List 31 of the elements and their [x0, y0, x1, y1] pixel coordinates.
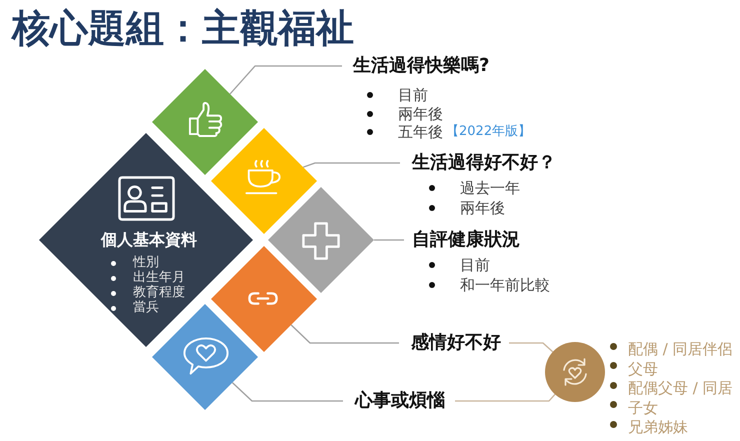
list-item: 父母 [628, 360, 658, 378]
heading: 心事或煩惱 [355, 389, 445, 413]
list-item: 五年後 [398, 123, 443, 141]
list-item: 當兵 [133, 300, 159, 316]
leader-line [232, 382, 343, 402]
list-item: 兩年後 [398, 104, 443, 122]
leader-line [455, 394, 556, 402]
list-item: 教育程度 [133, 285, 185, 300]
list-item: 目前 [398, 86, 428, 104]
list-item: 過去一年 [460, 179, 520, 197]
title: 核心題組：主觀福祉 [12, 5, 354, 51]
leader-line [290, 324, 399, 344]
list-item: 兩年後 [460, 199, 505, 217]
heading: 生活過得好不好？ [412, 151, 556, 175]
list-item: 目前 [460, 256, 490, 274]
version-note: 【2022年版】 [446, 124, 532, 140]
heading: 感情好不好 [411, 331, 501, 355]
list-item: 配偶 / 同居伴侶 [628, 340, 733, 358]
leader-line [509, 342, 554, 352]
leader-line [374, 239, 404, 241]
list-item: 和一年前比較 [460, 276, 550, 294]
list-item: 性別 [133, 255, 159, 270]
list-item: 配偶父母 / 同居 [628, 379, 733, 397]
leader-line [302, 162, 400, 168]
leader-line [230, 65, 342, 94]
list-item: 出生年月 [133, 270, 185, 285]
list-item: 兄弟姊妹 [628, 418, 688, 436]
heading: 生活過得快樂嗎? [353, 54, 490, 78]
list-item: 子女 [628, 398, 658, 416]
heading: 個人基本資料 [101, 230, 197, 250]
heading: 自評健康狀況 [412, 228, 521, 252]
